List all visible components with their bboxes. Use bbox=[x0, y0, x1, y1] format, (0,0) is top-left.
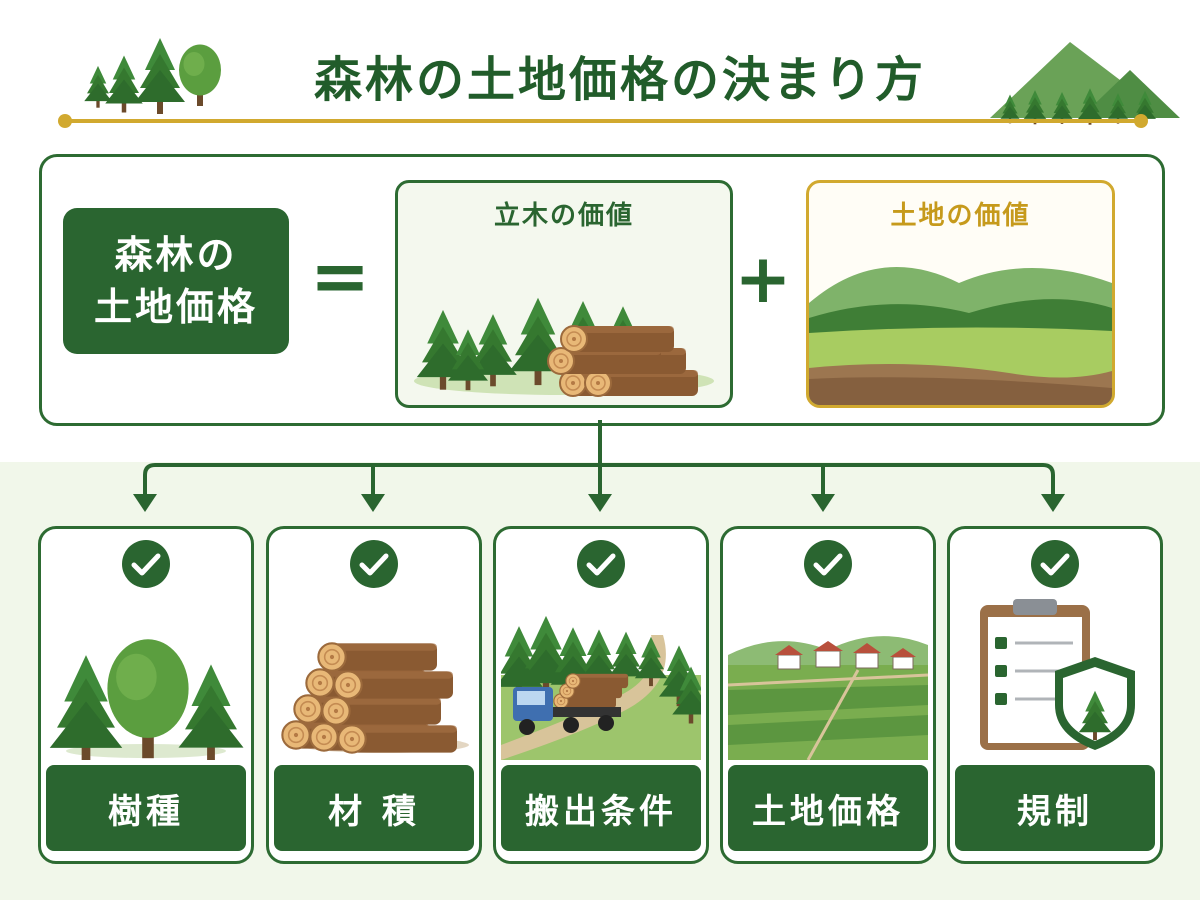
header-right-mountains-icon bbox=[990, 42, 1180, 125]
hills-and-field-icon bbox=[809, 267, 1112, 405]
land-value-title: 土地の価値 bbox=[890, 201, 1031, 231]
page-title: 森林の土地価格の決まり方 bbox=[313, 52, 926, 108]
logging-truck-icon bbox=[501, 615, 701, 760]
check-icon bbox=[803, 539, 853, 589]
check-icon bbox=[576, 539, 626, 589]
standing-tree-value-title: 立木の価値 bbox=[493, 201, 634, 231]
factor-card-hauling-conditions: 搬出条件 bbox=[493, 526, 709, 864]
forest-land-price-box: 森林の 土地価格 bbox=[63, 208, 289, 354]
trees-species-icon bbox=[49, 639, 244, 760]
factor-label-land-price: 土地価格 bbox=[728, 765, 928, 851]
factor-label-regulations: 規制 bbox=[955, 765, 1155, 851]
factor-label-tree-species: 樹種 bbox=[46, 765, 246, 851]
farmland-village-icon bbox=[728, 636, 928, 760]
title-underline bbox=[62, 119, 1142, 123]
clipboard-shield-icon bbox=[980, 599, 1135, 750]
log-pile-icon bbox=[281, 642, 469, 754]
underline-dot-left bbox=[58, 114, 72, 128]
header-decoration bbox=[84, 38, 1180, 125]
forest-and-logs-icon bbox=[414, 297, 714, 397]
forest-land-price-line1: 森林の bbox=[114, 233, 238, 277]
check-icon bbox=[121, 539, 171, 589]
factor-card-regulations: 規制 bbox=[947, 526, 1163, 864]
factor-card-land-price: 土地価格 bbox=[720, 526, 936, 864]
connector-arrows bbox=[133, 420, 1065, 512]
check-icon bbox=[1030, 539, 1080, 589]
plus-sign: + bbox=[734, 240, 792, 319]
land-value-box: 土地の価値 bbox=[806, 180, 1115, 408]
factor-card-tree-species: 樹種 bbox=[38, 526, 254, 864]
factor-card-volume: 材 積 bbox=[266, 526, 482, 864]
factor-label-volume: 材 積 bbox=[274, 765, 474, 851]
forest-land-price-line2: 土地価格 bbox=[93, 285, 258, 329]
underline-dot-right bbox=[1134, 114, 1148, 128]
standing-tree-value-box: 立木の価値 bbox=[395, 180, 733, 408]
factor-label-hauling-conditions: 搬出条件 bbox=[501, 765, 701, 851]
check-icon bbox=[349, 539, 399, 589]
header-left-trees-icon bbox=[84, 38, 221, 114]
equals-sign: = bbox=[309, 234, 371, 318]
header: 森林の土地価格の決まり方 bbox=[0, 0, 1200, 140]
